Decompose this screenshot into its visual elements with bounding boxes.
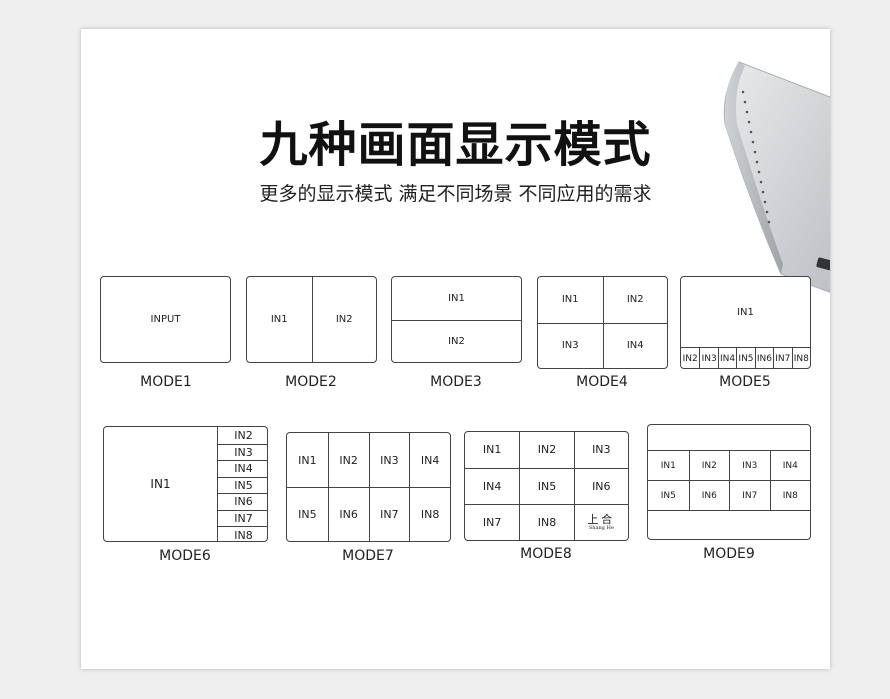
mode5-label: MODE5 [719,374,771,390]
mode9-cell: IN7 [729,480,770,510]
mode8-diagram: IN1 IN2 IN3 IN4 IN5 IN6 IN7 IN8 上合 Shang… [464,431,629,541]
mode8-cell: IN5 [519,467,574,504]
brand-logo-cn: 上合 [587,512,616,526]
mode6-cell: IN7 [217,509,267,526]
mode8-logo-cell: 上合 Shang He [573,503,628,540]
mode1-diagram: INPUT [100,276,231,363]
mode4-label: MODE4 [576,374,628,390]
mode4-cell: IN1 [561,294,579,306]
mode9-label: MODE9 [703,546,755,562]
mode7-cell: IN7 [368,487,410,541]
mode9-cell: IN6 [688,480,729,510]
mode2-diagram: IN1 IN2 [246,276,377,363]
mode6-cell: IN8 [217,526,267,541]
mode7-cell: IN6 [327,487,369,541]
mode7-cell: IN1 [298,453,317,467]
mode6-cell: IN1 [150,477,171,491]
mode9-top-bar [648,425,810,450]
mode7-diagram: IN1 IN2 IN3 IN4 IN5 IN6 IN7 IN8 [286,432,451,542]
mode9-bottom-bar [648,510,810,539]
mode5-diagram: IN1 IN2 IN3 IN4 IN5 IN6 IN7 IN8 [680,276,811,369]
mode4-cell: IN3 [538,322,603,369]
mode9-diagram: IN1 IN2 IN3 IN4 IN5 IN6 IN7 IN8 [647,424,811,540]
mode8-cell: IN6 [573,467,628,504]
product-page: 九种画面显示模式 更多的显示模式 满足不同场景 不同应用的需求 INPUT MO… [81,29,830,669]
mode3-cell: IN2 [392,319,521,363]
mode9-cell: IN1 [648,450,689,480]
mode1-cell: INPUT [150,314,181,325]
mode6-cell: IN2 [217,427,267,444]
mode7-label: MODE7 [342,548,394,564]
device-image [723,61,830,293]
mode6-label: MODE6 [159,548,211,564]
mode5-cell: IN3 [699,347,718,368]
mode8-cell: IN7 [465,503,520,540]
mode8-cell: IN4 [465,467,520,504]
mode9-cell: IN5 [648,480,689,510]
mode7-cell: IN8 [409,487,450,541]
mode8-cell: IN3 [573,432,628,468]
mode4-cell: IN4 [602,322,667,368]
mode8-cell: IN8 [519,503,574,540]
mode4-cell: IN2 [602,277,668,323]
mode3-diagram: IN1 IN2 [391,276,522,363]
mode6-cell: IN4 [217,460,267,477]
mode7-cell: IN3 [368,433,410,487]
page-subtitle: 更多的显示模式 满足不同场景 不同应用的需求 [259,183,652,205]
mode8-cell: IN2 [519,432,573,468]
mode5-cell: IN4 [717,347,737,368]
mode8-label: MODE8 [520,546,572,562]
mode2-cell: IN1 [270,314,288,325]
mode9-cell: IN8 [769,480,810,510]
mode7-cell: IN5 [287,487,328,541]
brand-logo-en: Shang He [588,524,614,531]
mode8-cell: IN1 [482,443,502,457]
mode7-cell: IN2 [327,433,369,487]
mode2-cell: IN2 [311,277,377,362]
mode5-cell: IN2 [681,347,700,368]
mode5-cell: IN5 [736,347,755,368]
mode7-cell: IN4 [409,433,450,487]
mode6-cell: IN5 [217,476,267,493]
mode5-cell: IN1 [737,306,754,318]
mode9-cell: IN3 [729,450,770,480]
mode9-cell: IN2 [688,450,729,480]
mode3-label: MODE3 [430,374,482,390]
mode5-cell: IN8 [791,347,810,368]
page-title: 九种画面显示模式 [259,117,652,173]
mode9-cell: IN4 [769,450,810,480]
mode3-cell: IN1 [448,292,465,304]
mode4-diagram: IN1 IN2 IN3 IN4 [537,276,668,369]
mode6-cell: IN3 [217,443,267,460]
mode5-cell: IN6 [754,347,774,368]
mode6-cell: IN6 [217,493,267,510]
mode1-label: MODE1 [140,374,192,390]
mode6-diagram: IN1 IN2 IN3 IN4 IN5 IN6 IN7 IN8 [103,426,268,542]
mode5-cell: IN7 [773,347,792,368]
mode2-label: MODE2 [285,374,337,390]
